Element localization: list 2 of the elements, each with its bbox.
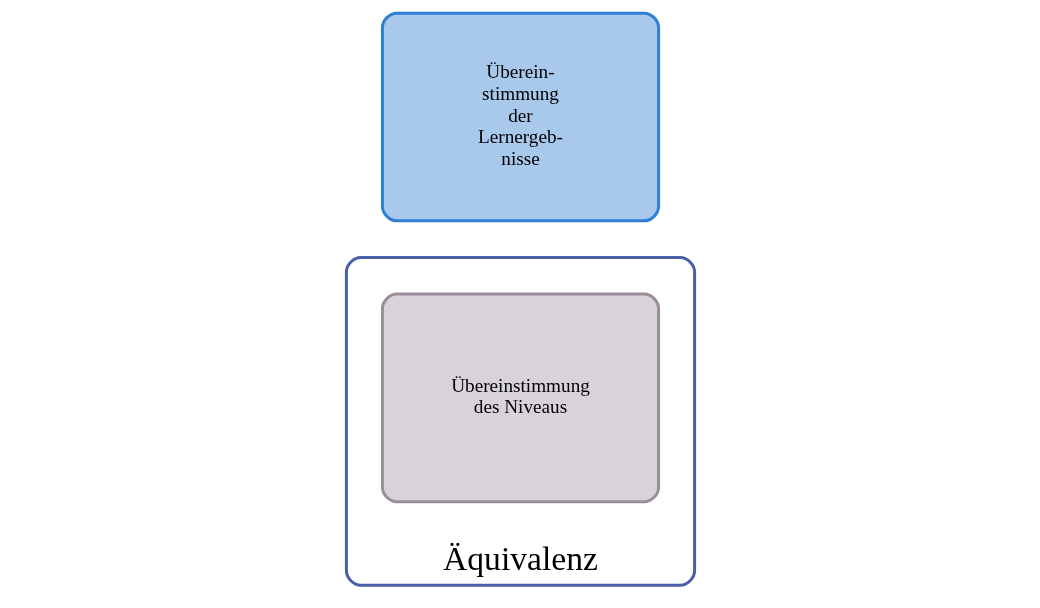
node-box: Überein- stimmung der Lernergeb- nisse — [380, 11, 660, 223]
node-box: Übereinstimmung des Niveaus — [380, 292, 660, 504]
